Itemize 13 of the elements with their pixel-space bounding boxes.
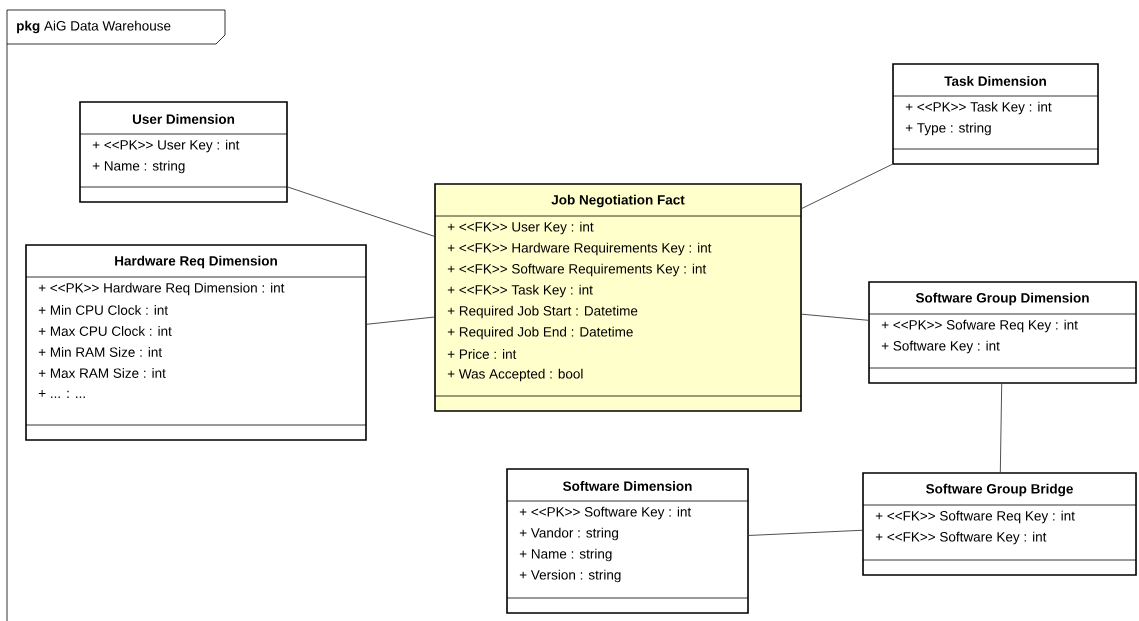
class-box: Hardware Req Dimension + <<PK>> Hardware Req Dimension : int + Min CPU Clock : int + Max CPU Clock : int + Min RAM Size : int + Max RAM Size : int + ... : ... — [25, 244, 367, 441]
association-line — [801, 163, 893, 209]
class-box: User Dimension + <<PK>> User Key : int + Name : string — [79, 101, 288, 203]
association-line — [999, 383, 1003, 473]
association-line — [287, 186, 435, 237]
class-box: Software Group Dimension + <<PK>> Sofware Req Key : int + Software Key : int — [868, 281, 1137, 384]
association-line — [801, 313, 869, 321]
association-line — [748, 529, 863, 536]
class-box: Task Dimension + <<PK>> Task Key : int + Type : string — [892, 63, 1099, 165]
class-box: Software Dimension + <<PK>> Software Key : int + Vandor : string + Name : string + Version : string — [506, 468, 749, 614]
class-box: Job Negotiation Fact + <<FK>> User Key : int + <<FK>> Hardware Requirements Key : int + <<FK>> Software Requirements Key : int + <<FK>> Task Key : int + Required Job Start : Datetime + Required Job End : Datetime + Price : int + Was Accepted : bool — [434, 183, 802, 412]
association-line — [366, 316, 435, 325]
class-box: Software Group Bridge + <<FK>> Software Req Key : int + <<FK>> Software Key : int — [862, 472, 1137, 576]
